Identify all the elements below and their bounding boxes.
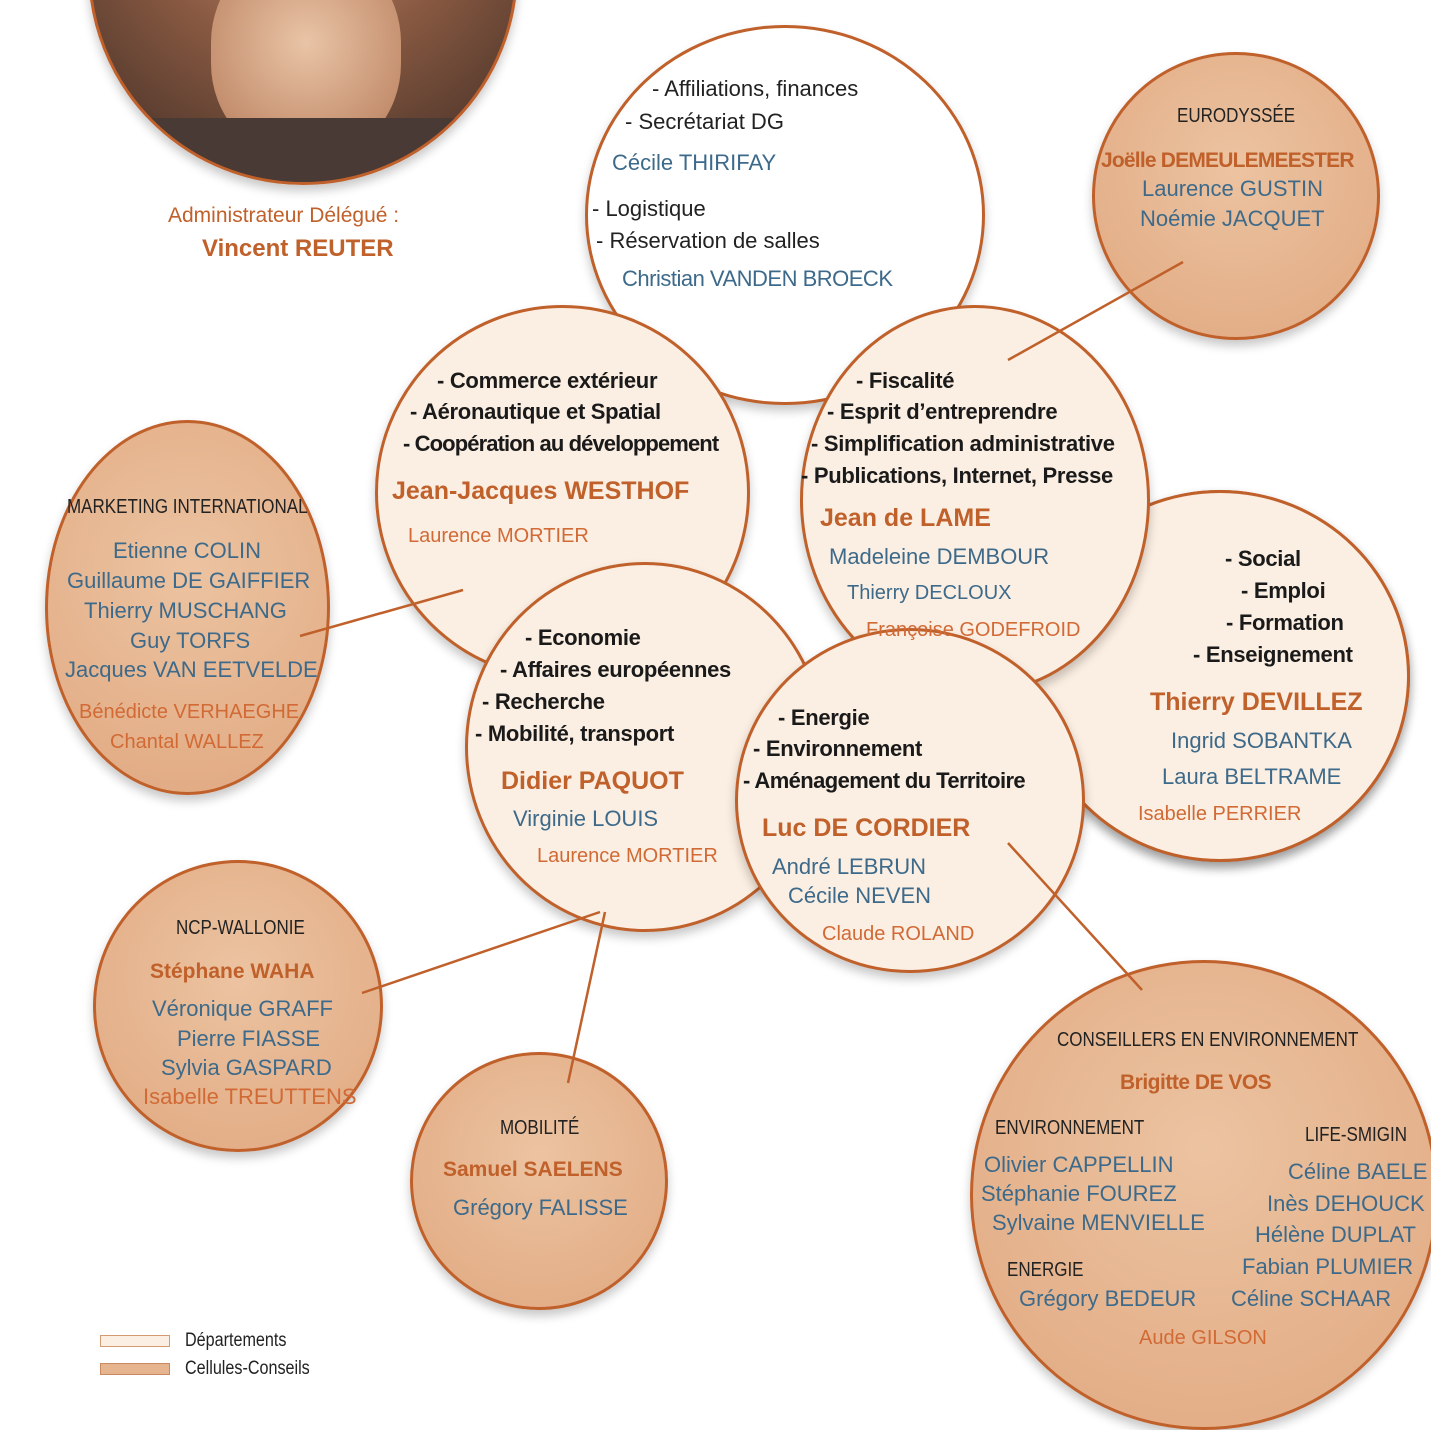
marketing-member: Jacques VAN EETVELDE <box>65 657 318 682</box>
decordier-member: André LEBRUN <box>772 854 927 879</box>
admin-role: Administrateur Délégué : <box>168 204 400 227</box>
delame-member: Thierry DECLOUX <box>847 582 1012 604</box>
devillez-member: Ingrid SOBANTKA <box>1171 728 1352 753</box>
eurodyssee-circle <box>1092 52 1380 340</box>
line-conseillers <box>1007 842 1143 991</box>
ncp-member: Véronique GRAFF <box>152 996 333 1021</box>
westhof-topic: - Commerce extérieur <box>437 368 658 393</box>
secretariat-person2: Christian VANDEN BROECK <box>622 266 893 291</box>
delame-topic: - Fiscalité <box>856 368 955 393</box>
marketing-title: MARKETING INTERNATIONAL <box>67 496 308 518</box>
marketing-circle <box>45 420 330 795</box>
secretariat-line1: - Affiliations, finances <box>652 76 859 101</box>
devillez-member: Laura BELTRAME <box>1162 764 1342 789</box>
delame-topic: - Publications, Internet, Presse <box>801 463 1113 488</box>
paquot-topic: - Affaires européennes <box>500 657 731 682</box>
secretariat-line4: - Réservation de salles <box>596 228 820 253</box>
conseillers-footer: Aude GILSON <box>1139 1327 1267 1349</box>
conseillers-life-member: Fabian PLUMIER <box>1242 1254 1414 1279</box>
decordier-topic: - Environnement <box>753 736 923 761</box>
delame-topic: - Simplification administrative <box>811 431 1115 456</box>
line-ncp <box>361 910 601 995</box>
line-marketing <box>299 588 464 638</box>
devillez-head: Thierry DEVILLEZ <box>1150 688 1363 716</box>
paquot-member: Laurence MORTIER <box>537 845 718 867</box>
mobilite-title: MOBILITÉ <box>500 1117 580 1139</box>
conseillers-env-title: ENVIRONNEMENT <box>995 1117 1145 1139</box>
line-mobilite <box>566 911 607 1084</box>
devillez-topic: - Formation <box>1226 610 1344 635</box>
ncp-member: Pierre FIASSE <box>177 1026 321 1051</box>
conseillers-energie-member: Grégory BEDEUR <box>1019 1286 1197 1311</box>
secretariat-line3: - Logistique <box>592 196 706 221</box>
marketing-member: Thierry MUSCHANG <box>84 598 287 623</box>
ncp-lead: Stéphane WAHA <box>150 960 315 983</box>
eurodyssee-member: Noémie JACQUET <box>1140 206 1325 231</box>
mobilite-circle <box>410 1052 668 1310</box>
legend-label-departements: Départements <box>185 1330 287 1351</box>
paquot-topic: - Mobilité, transport <box>475 721 675 746</box>
conseillers-life-member: Inès DEHOUCK <box>1267 1191 1425 1216</box>
admin-name: Vincent REUTER <box>202 235 394 262</box>
decordier-topic: - Energie <box>778 705 870 730</box>
conseillers-title: CONSEILLERS EN ENVIRONNEMENT <box>1057 1029 1359 1051</box>
eurodyssee-title: EURODYSSÉE <box>1177 105 1296 127</box>
legend-swatch-cellules <box>100 1363 170 1375</box>
decordier-head: Luc DE CORDIER <box>762 814 971 842</box>
conseillers-life-title: LIFE-SMIGIN <box>1305 1124 1408 1146</box>
marketing-member: Guy TORFS <box>130 628 251 653</box>
conseillers-energie-title: ENERGIE <box>1007 1259 1084 1281</box>
paquot-head: Didier PAQUOT <box>501 767 684 795</box>
secretariat-person1: Cécile THIRIFAY <box>612 150 777 175</box>
admin-photo <box>88 0 518 185</box>
conseillers-lead: Brigitte DE VOS <box>1120 1071 1272 1094</box>
devillez-topic: - Enseignement <box>1193 642 1353 667</box>
marketing-member: Chantal WALLEZ <box>110 731 264 753</box>
decordier-member: Cécile NEVEN <box>788 883 932 908</box>
decordier-member: Claude ROLAND <box>822 923 975 945</box>
devillez-topic: - Emploi <box>1241 578 1326 603</box>
ncp-circle <box>93 860 383 1152</box>
conseillers-life-member: Hélène DUPLAT <box>1255 1222 1416 1247</box>
ncp-title: NCP-WALLONIE <box>176 917 305 939</box>
conseillers-env-member: Olivier CAPPELLIN <box>984 1152 1174 1177</box>
paquot-topic: - Recherche <box>482 689 605 714</box>
conseillers-env-member: Stéphanie FOUREZ <box>981 1181 1177 1206</box>
legend-label-cellules: Cellules-Conseils <box>185 1358 310 1379</box>
westhof-head: Jean-Jacques WESTHOF <box>392 477 690 505</box>
marketing-member: Etienne COLIN <box>113 538 261 563</box>
eurodyssee-lead: Joëlle DEMEULEMEESTER <box>1101 149 1355 172</box>
conseillers-env-member: Sylvaine MENVIELLE <box>992 1210 1205 1235</box>
delame-member: Madeleine DEMBOUR <box>829 544 1050 569</box>
decordier-topic: - Aménagement du Territoire <box>743 768 1026 793</box>
ncp-member: Sylvia GASPARD <box>161 1055 332 1080</box>
delame-head: Jean de LAME <box>820 504 991 532</box>
eurodyssee-member: Laurence GUSTIN <box>1142 176 1323 201</box>
paquot-topic: - Economie <box>525 625 641 650</box>
conseillers-circle <box>970 960 1431 1430</box>
conseillers-life-member: Céline SCHAAR <box>1231 1286 1392 1311</box>
legend-swatch-departements <box>100 1335 170 1347</box>
delame-circle <box>800 305 1150 695</box>
marketing-member: Bénédicte VERHAEGHE <box>79 701 300 723</box>
westhof-member: Laurence MORTIER <box>408 525 589 547</box>
devillez-topic: - Social <box>1225 546 1301 571</box>
delame-topic: - Esprit d’entreprendre <box>827 399 1058 424</box>
marketing-member: Guillaume DE GAIFFIER <box>67 568 311 593</box>
conseillers-life-member: Céline BAELE <box>1288 1159 1428 1184</box>
delame-member: Françoise GODEFROID <box>866 619 1081 641</box>
secretariat-line2: - Secrétariat DG <box>625 109 784 134</box>
mobilite-lead: Samuel SAELENS <box>443 1158 623 1181</box>
decordier-circle <box>735 628 1085 973</box>
devillez-member: Isabelle PERRIER <box>1138 803 1302 825</box>
ncp-member: Isabelle TREUTTENS <box>143 1084 357 1109</box>
westhof-topic: - Coopération au développement <box>403 431 719 456</box>
paquot-member: Virginie LOUIS <box>513 806 659 831</box>
line-eurodyssee <box>1007 260 1184 362</box>
photo-collar <box>91 118 515 182</box>
westhof-topic: - Aéronautique et Spatial <box>410 399 661 424</box>
mobilite-member: Grégory FALISSE <box>453 1195 628 1220</box>
